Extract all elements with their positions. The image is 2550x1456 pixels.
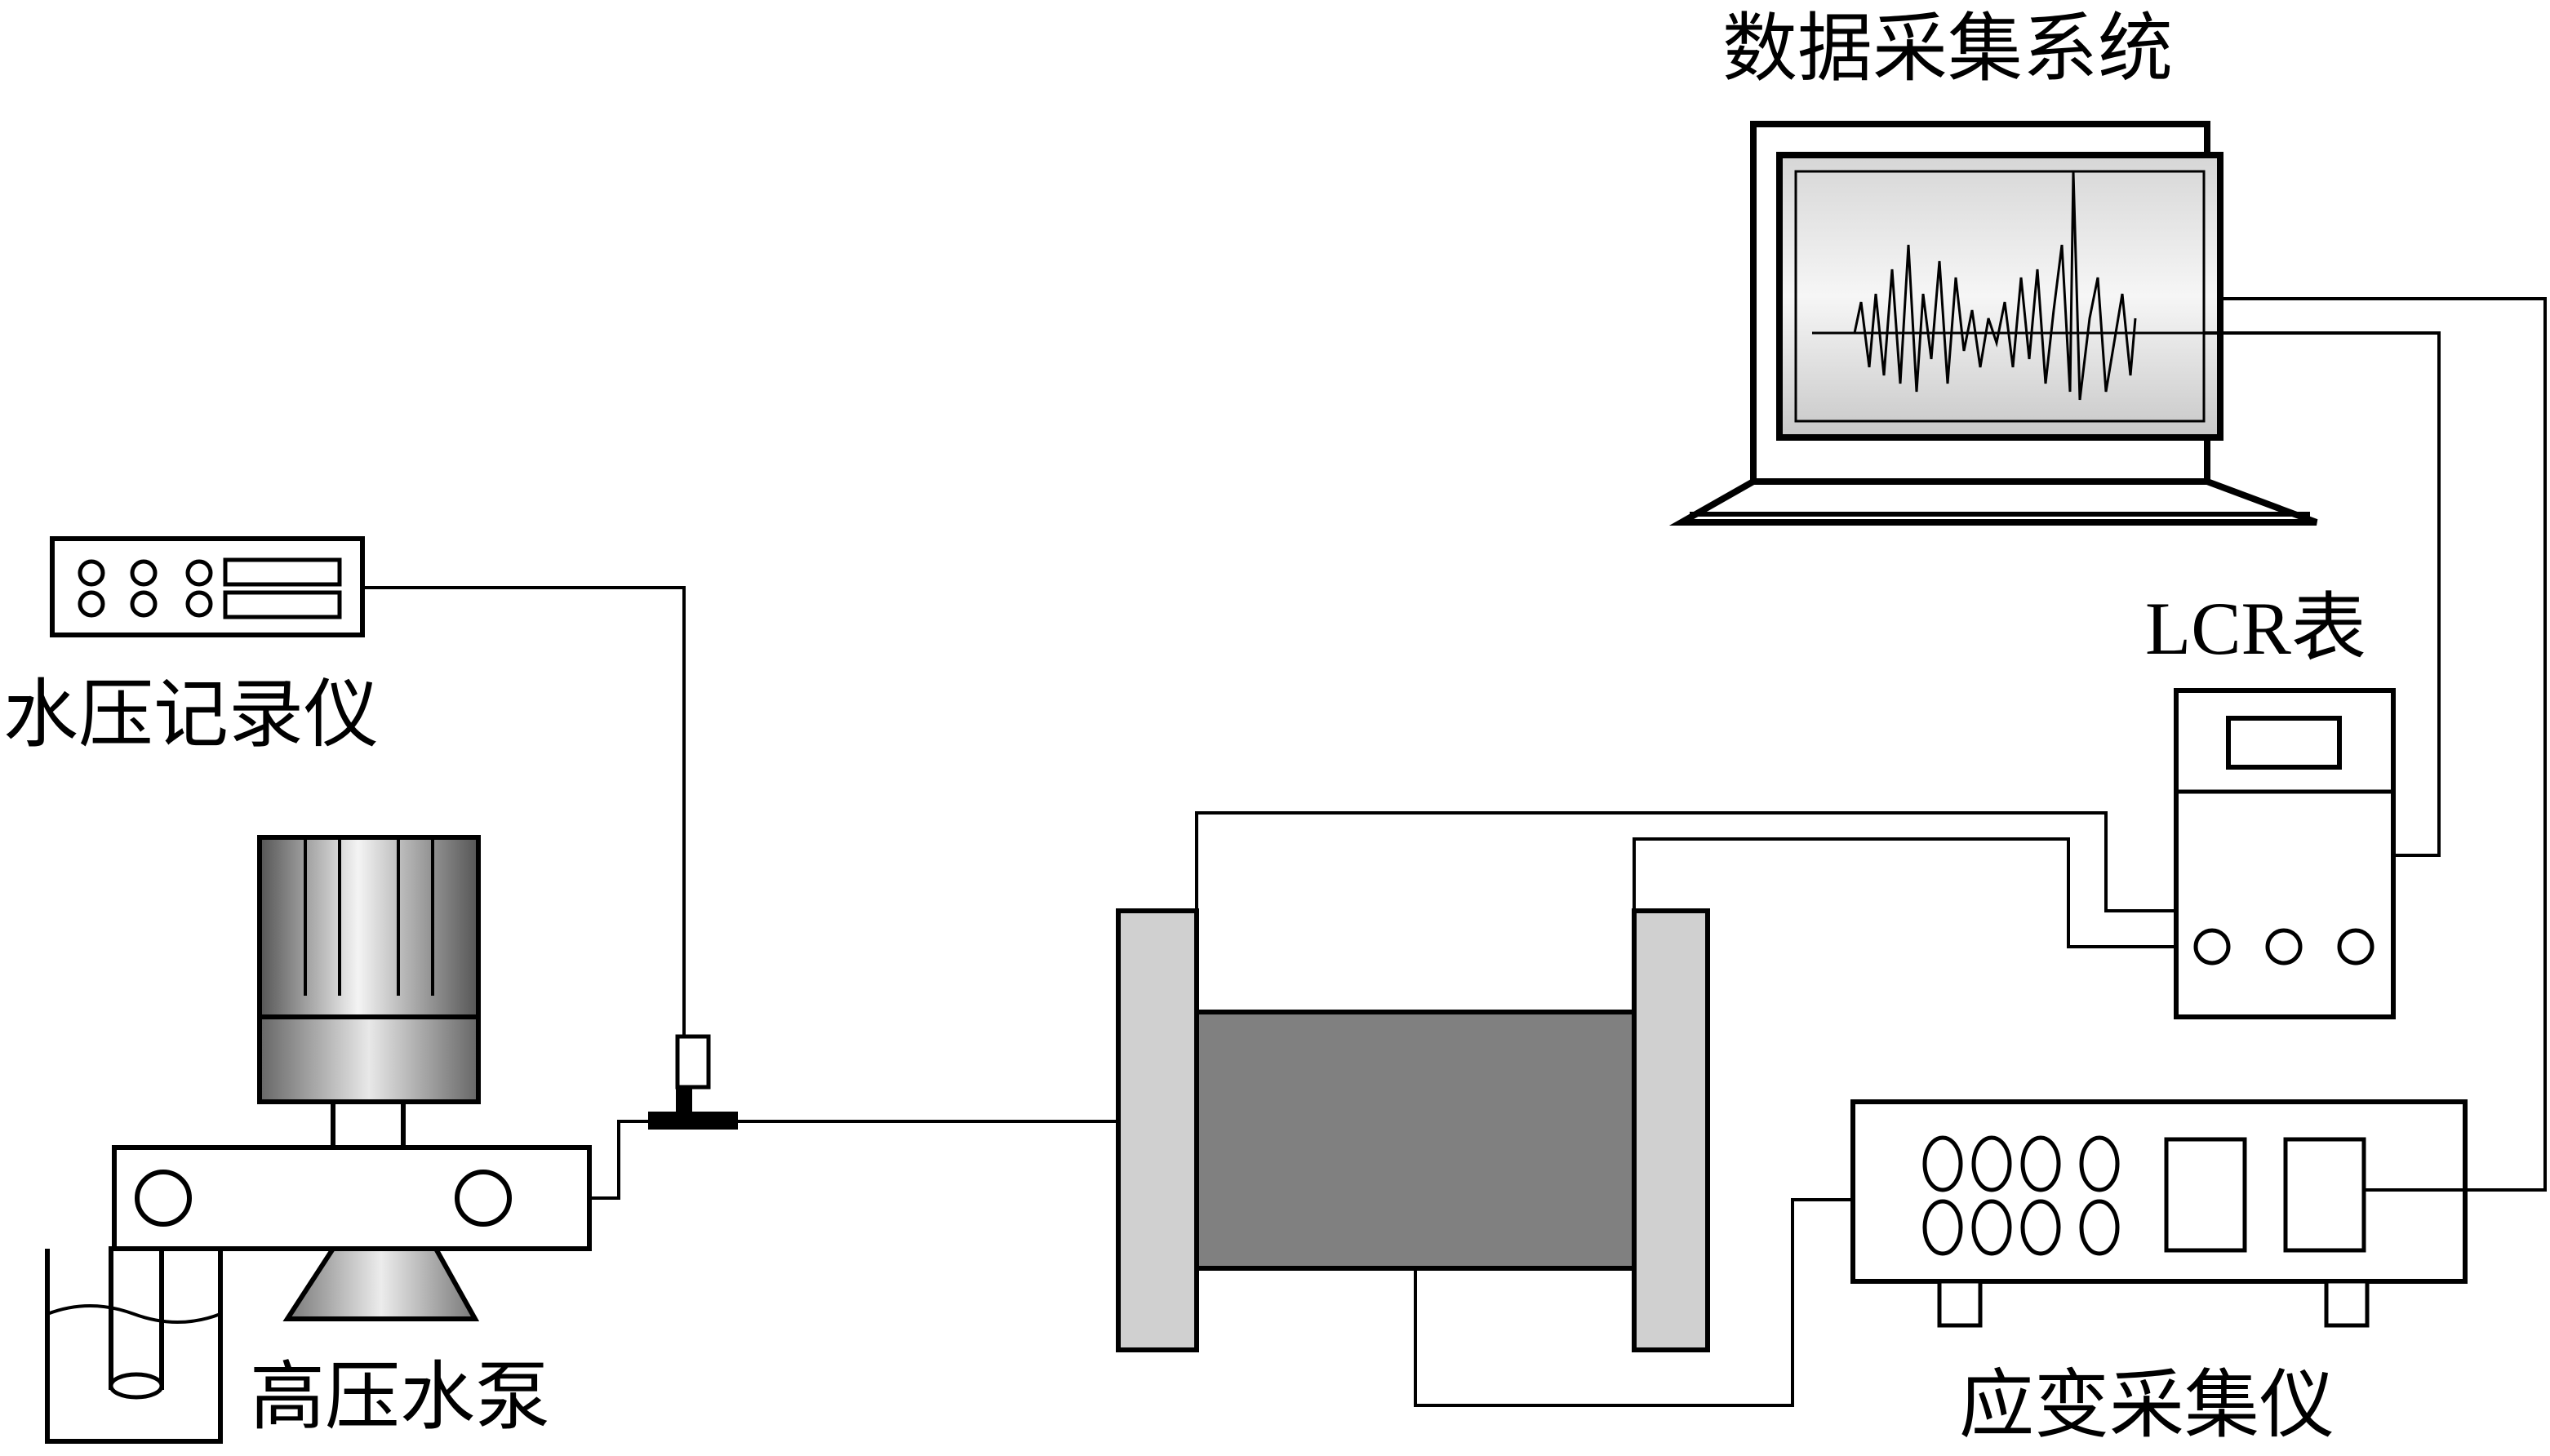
- pump-icon: [109, 835, 592, 1400]
- signal-waveform: [1853, 171, 2137, 401]
- wiring: [362, 297, 2547, 1407]
- lcr-meter-label: LCR表: [2145, 587, 2366, 670]
- data-acquisition-system-label: 数据采集系统: [1722, 5, 2174, 92]
- specimen-cylinder-icon: [1116, 908, 1710, 1352]
- strain-acquisition-instrument-label: 应变采集仪: [1959, 1361, 2335, 1449]
- pressure-sensor-icon: [648, 1034, 738, 1130]
- lcr-meter-icon: [2174, 688, 2396, 1019]
- water-pressure-recorder-label: 水压记录仪: [3, 671, 380, 758]
- strain-instrument-icon: [1850, 1099, 2468, 1328]
- laptop-icon: [1668, 121, 2318, 526]
- water-tank-icon: [45, 1249, 223, 1444]
- high-pressure-pump-label: 高压水泵: [250, 1353, 551, 1440]
- recorder-device-icon: [50, 536, 365, 637]
